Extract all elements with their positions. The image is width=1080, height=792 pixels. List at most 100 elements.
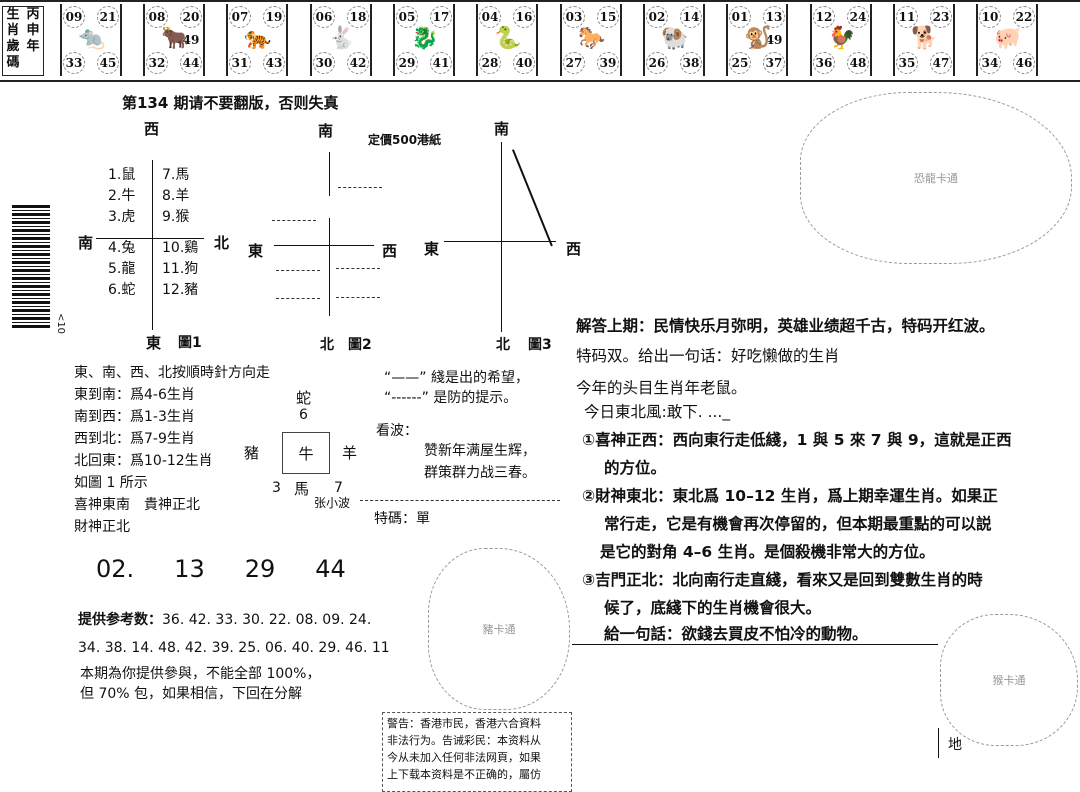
number-top-left: 04 (479, 6, 501, 28)
fig2-axis-bottom (329, 218, 330, 316)
fig2-north-label: 北 (320, 337, 334, 353)
goat-icon: 🐏 (661, 26, 689, 51)
number-bottom-right: 43 (263, 52, 285, 74)
fig2-west-label: 西 (382, 242, 398, 260)
rule-line: 北回東：爲10-12生肖 (74, 453, 213, 469)
hint-2: 是防的提示。 (433, 390, 518, 406)
number-top-left: 07 (229, 6, 251, 28)
warning-box: 警告：香港市民，香港六合資料 非法行为。告诫彩民：本资料从 今从未加入任何非法网… (382, 712, 572, 792)
number-bottom-right: 37 (763, 52, 785, 74)
reference-line-1: 36. 42. 33. 30. 22. 08. 09. 24. (162, 612, 372, 628)
number-top-left: 05 (396, 6, 418, 28)
solid-line-mark: “——” (384, 370, 427, 386)
zodiac-1: 1.鼠 (108, 167, 136, 183)
reference-label: 提供参考数： (78, 612, 162, 628)
rat-icon: 🐀 (78, 26, 106, 51)
ox-icon: 🐂 (161, 26, 189, 51)
fig1-horizontal-axis (96, 238, 204, 239)
monkey-cartoon-icon: 猴卡通 (940, 614, 1078, 746)
fig2-axis-top (329, 152, 330, 196)
snake-icon: 🐍 (494, 26, 522, 51)
number-bottom-left: 33 (63, 52, 85, 74)
zodiac-7: 7.馬 (162, 167, 190, 183)
horse-icon: 🐎 (578, 26, 606, 51)
number-middle: 49 (765, 33, 783, 47)
big-number: 13 (174, 555, 205, 583)
zodiac-3: 3.虎 (108, 209, 136, 225)
item-2-cont-2: 是它的對角 4–6 生肖。是個殺機非常大的方位。 (600, 543, 935, 561)
grid-right-label: 羊 (342, 444, 358, 462)
pig-icon: 🐖 (994, 26, 1022, 51)
zodiac-8: 8.羊 (162, 188, 190, 204)
number-top-left: 10 (979, 6, 1001, 28)
big-number: 29 (244, 555, 276, 583)
number-top-left: 06 (313, 6, 335, 28)
rabbit-icon: 🐇 (328, 26, 356, 51)
number-bottom-left: 35 (896, 52, 918, 74)
kanbo-label: 看波： (376, 423, 418, 439)
item-1: ①喜神正西：西向東行走低綫，1 與 5 來 7 與 9，這就是正西 (582, 431, 1012, 449)
fig2-dash (272, 220, 316, 221)
number-bottom-right: 38 (680, 52, 702, 74)
number-bottom-right: 39 (597, 52, 619, 74)
number-top-left: 12 (813, 6, 835, 28)
big-number: 44 (315, 555, 346, 583)
number-bottom-left: 27 (563, 52, 585, 74)
fig2-horizontal-axis (274, 245, 374, 246)
number-bottom-right: 46 (1013, 52, 1035, 74)
rules-as-fig: 如圖 1 所示 (74, 475, 148, 491)
price-label: 定價500港紙 (368, 133, 442, 147)
number-bottom-left: 36 (813, 52, 835, 74)
number-top-right: 15 (597, 6, 619, 28)
number-top-right: 21 (97, 6, 119, 28)
fig3-east-label: 東 (424, 240, 440, 258)
fig2-dash (336, 297, 380, 298)
grid-top-label: 蛇 (296, 389, 312, 407)
zodiac-11: 11.狗 (162, 261, 199, 277)
item-3: ③吉門正北：北向南行走直綫，看來又是回到雙數生肖的時 (582, 571, 983, 589)
right-divider (572, 644, 938, 645)
fig2-dash (338, 187, 382, 188)
number-bottom-right: 48 (847, 52, 869, 74)
year-head: 今年的头目生肖年老鼠。 (576, 379, 747, 397)
warning-line: 警告：香港市民，香港六合資料 (387, 717, 541, 730)
item-2-cont: 常行走，它是有機會再次停留的，但本期最重點的可以説 (604, 515, 992, 533)
dinosaur-cartoon-icon: 恐龍卡通 (800, 92, 1072, 264)
number-top-right: 24 (847, 6, 869, 28)
fig2-dash (336, 268, 380, 269)
rule-line: 西到北：爲7-9生肖 (74, 431, 195, 447)
warning-line: 今从未加入任何非法网頁，如果 (387, 751, 541, 764)
fig1-north-label: 北 (214, 234, 230, 252)
number-top-right: 17 (430, 6, 452, 28)
reference-numbers: 提供参考数：36. 42. 33. 30. 22. 08. 09. 24. 34… (78, 606, 390, 662)
wind-direction: 今日東北風:敢下. ..._ (584, 403, 731, 421)
dashed-line-mark: “------” (384, 390, 429, 406)
rules-gods-1: 喜神東南 貴神正北 (74, 497, 200, 513)
author-divider (360, 500, 560, 501)
number-top-right: 18 (347, 6, 369, 28)
fig3-north-label: 北 (496, 337, 510, 353)
zodiac-6: 6.蛇 (108, 282, 136, 298)
fig1-south-label: 南 (78, 234, 94, 252)
number-bottom-right: 44 (180, 52, 202, 74)
fig2-caption: 圖2 (348, 337, 372, 353)
fig1-left-list: 1.鼠 2.牛 3.虎 4.兔 5.龍 6.蛇 (108, 165, 135, 301)
fig3-horizontal-axis (444, 241, 556, 242)
fig1-east-label: 東 (146, 334, 162, 352)
zodiac-10: 10.鷄 (162, 240, 199, 256)
number-top-right: 20 (180, 6, 202, 28)
zodiac-2: 2.牛 (108, 188, 136, 204)
number-bottom-left: 34 (979, 52, 1001, 74)
rules-block: 東、南、西、北按順時針方向走 東到南：爲4-6生肖 南到西：爲1-3生肖 西到北… (74, 362, 270, 538)
hints-block: “——” 綫是出的希望， “------” 是防的提示。 (384, 368, 529, 408)
poem-line-2: 群策群力战三春。 (424, 465, 536, 481)
last-issue-answer: 解答上期：民情快乐月弥明，英雄业绩超千古，特码开红波。 (576, 317, 995, 335)
number-top-right: 22 (1013, 6, 1035, 28)
monkey-icon: 🐒 (744, 26, 772, 51)
